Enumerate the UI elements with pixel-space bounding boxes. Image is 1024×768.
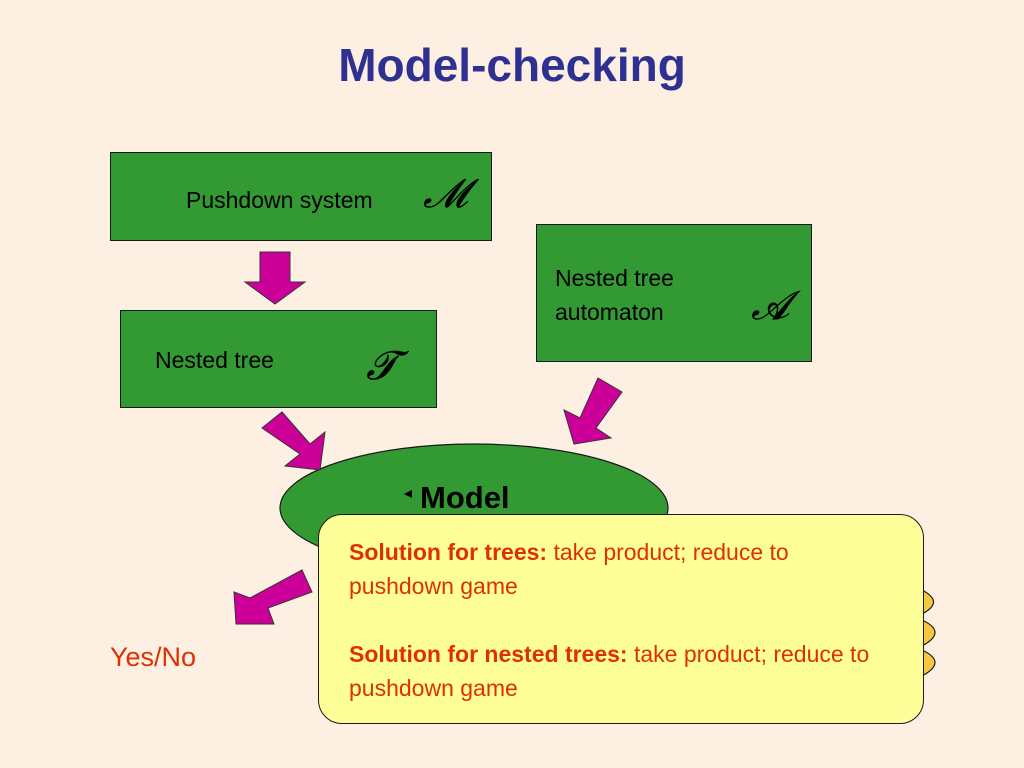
arrow-to-output xyxy=(233,569,313,625)
scroll-curls xyxy=(921,589,936,678)
pushdown-system-label: Pushdown system xyxy=(186,187,373,213)
symbol-m: 𝓜 xyxy=(423,171,468,217)
yes-no-output: Yes/No xyxy=(110,642,197,672)
slide-title: Model-checking xyxy=(338,39,686,91)
solution-callout: Solution for trees: take product; reduce… xyxy=(318,514,924,724)
callout-text-nested-trees: take product; reduce to pushdown game xyxy=(349,641,870,701)
callout-item-trees: Solution for trees: take product; reduce… xyxy=(349,535,897,603)
symbol-t: 𝓣 xyxy=(366,343,397,389)
nested-tree-automaton-box: Nested tree automaton 𝓐 xyxy=(536,224,812,362)
arrow-down-1 xyxy=(243,251,307,305)
callout-heading-nested-trees: Solution for nested trees: xyxy=(349,641,628,667)
nested-tree-label: Nested tree xyxy=(155,347,274,373)
pushdown-system-box: Pushdown system 𝓜 xyxy=(110,152,492,241)
callout-text-trees: take product; reduce to pushdown game xyxy=(349,539,789,599)
arrow-down-right xyxy=(261,411,326,471)
callout-item-nested-trees: Solution for nested trees: take product;… xyxy=(349,637,897,705)
automaton-label-line1: Nested tree xyxy=(555,265,674,291)
callout-heading-trees: Solution for trees: xyxy=(349,539,548,565)
symbol-a: 𝓐 xyxy=(751,283,790,329)
model-checker-label: Model xyxy=(420,480,510,515)
model-bullet xyxy=(404,490,412,498)
arrow-down-left xyxy=(563,377,623,445)
automaton-label-line2: automaton xyxy=(555,299,664,325)
nested-tree-box: Nested tree 𝓣 xyxy=(120,310,437,408)
